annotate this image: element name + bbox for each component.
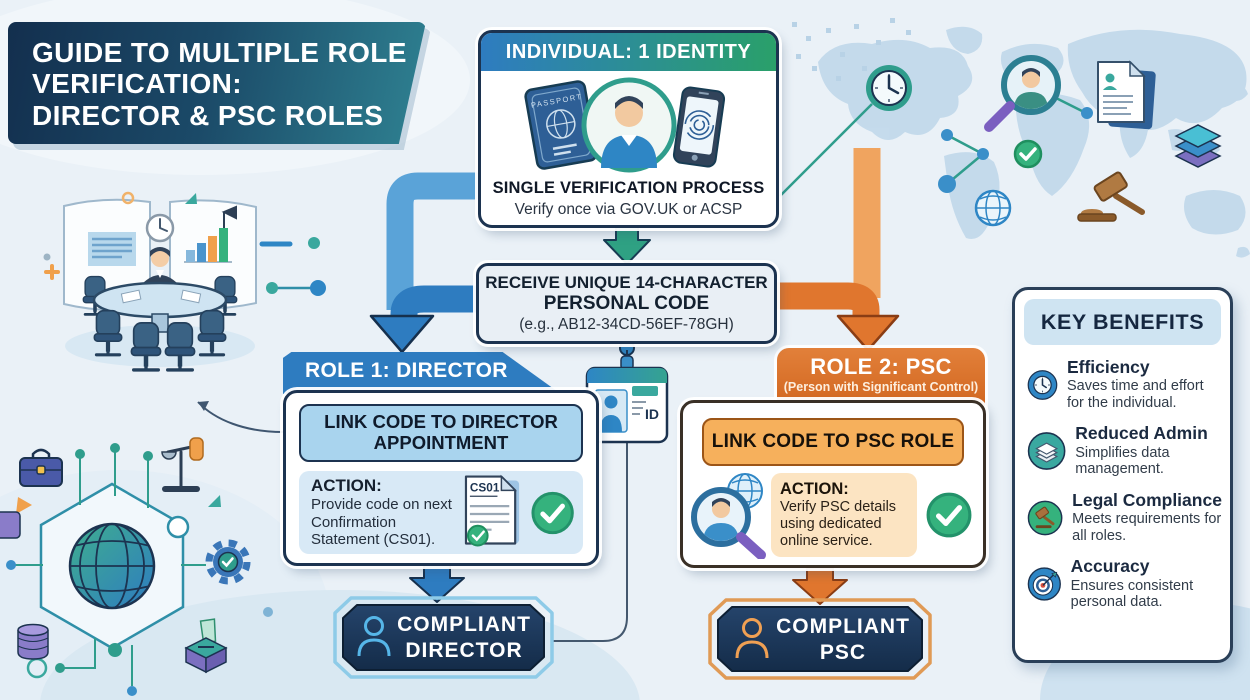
arrow-to-compliant-psc xyxy=(792,567,848,605)
title-banner: GUIDE TO MULTIPLE ROLE VERIFICATION: DIR… xyxy=(8,22,448,152)
identity-icons: PASSPORT xyxy=(524,77,726,173)
gear-check-icon xyxy=(205,539,251,585)
benefit-efficiency: Efficiency Saves time and effort for the… xyxy=(1027,358,1222,411)
cs01-document-icon: CS01 xyxy=(464,474,519,546)
code-line-1: RECEIVE UNIQUE 14-CHARACTER xyxy=(485,273,768,292)
role1-director-panel: LINK CODE TO DIRECTOR APPOINTMENT ACTION… xyxy=(283,390,599,566)
benefit-reduced-admin: Reduced Admin Simplifies data management… xyxy=(1027,424,1222,477)
psc-action-label: ACTION: xyxy=(780,480,849,499)
fingerprint-phone-icon xyxy=(672,86,726,168)
director-action-label: ACTION: xyxy=(311,476,382,496)
arrow-to-compliant-director xyxy=(409,563,465,603)
benefit-accuracy: Accuracy Ensures consistent personal dat… xyxy=(1027,557,1222,610)
network-nodes xyxy=(938,129,989,193)
circuit-globe-illustration xyxy=(0,437,273,696)
role2-title: ROLE 2: PSC xyxy=(810,354,952,379)
meeting-room-illustration xyxy=(43,191,257,372)
id-label: ID xyxy=(645,406,659,422)
personal-code-box: RECEIVE UNIQUE 14-CHARACTER PERSONAL COD… xyxy=(476,263,777,344)
director-action-box: ACTION: Provide code on next Confirmatio… xyxy=(299,471,583,554)
scales-icon xyxy=(161,437,204,492)
benefit-legal-compliance: Legal Compliance Meets requirements for … xyxy=(1027,490,1222,544)
individual-identity-box: INDIVIDUAL: 1 IDENTITY PASSPORT xyxy=(478,30,779,228)
check-icon xyxy=(1013,139,1043,169)
database-icon xyxy=(17,623,49,660)
title-line-2: VERIFICATION: xyxy=(32,68,243,100)
psc-search-icon xyxy=(691,473,766,559)
gavel-icon xyxy=(1077,171,1145,222)
person-icon xyxy=(357,616,391,657)
arrow-to-psc-branch xyxy=(836,314,900,352)
globe-icon xyxy=(974,189,1012,227)
folder-icon xyxy=(0,511,21,539)
code-line-2: PERSONAL CODE xyxy=(543,293,710,314)
benefits-header: KEY BENEFITS xyxy=(1024,299,1221,345)
layers-icon xyxy=(1174,124,1222,168)
key-benefits-panel: KEY BENEFITS Efficiency Saves time and e… xyxy=(1012,287,1233,663)
link-psc-box: LINK CODE TO PSC ROLE xyxy=(702,418,964,466)
verified-person-icon xyxy=(581,77,677,173)
director-action-text: Provide code on next Confirmation Statem… xyxy=(311,496,452,549)
process-title: SINGLE VERIFICATION PROCESS xyxy=(492,179,765,197)
svg-text:PSC: PSC xyxy=(820,641,866,664)
role2-psc-header: ROLE 2: PSC (Person with Significant Con… xyxy=(777,348,985,406)
layers-icon xyxy=(1027,432,1066,470)
id-badge-icon: ID xyxy=(585,355,669,444)
svg-text:COMPLIANT: COMPLIANT xyxy=(397,613,531,636)
person-icon xyxy=(735,618,769,659)
search-person-icon xyxy=(984,55,1093,132)
title-line-3: DIRECTOR & PSC ROLES xyxy=(32,99,384,131)
title-line-1: GUIDE TO MULTIPLE ROLE xyxy=(32,37,407,68)
compliant-director-badge: COMPLIANT DIRECTOR xyxy=(333,596,554,679)
role2-psc-panel: LINK CODE TO PSC ROLE ACTION: Verify PSC… xyxy=(680,400,986,568)
svg-text:COMPLIANT: COMPLIANT xyxy=(776,615,910,638)
arrow-verify-to-code xyxy=(603,225,651,265)
role2-subtitle: (Person with Significant Control) xyxy=(783,380,979,394)
code-line-3: (e.g., AB12-34CD-56EF-78GH) xyxy=(519,316,734,333)
ballot-box-icon xyxy=(184,618,228,674)
process-subtitle: Verify once via GOV.UK or ACSP xyxy=(514,201,743,218)
document-icon xyxy=(1097,60,1156,130)
individual-header: INDIVIDUAL: 1 IDENTITY xyxy=(481,33,776,71)
check-icon xyxy=(531,491,574,534)
check-icon xyxy=(926,492,972,538)
passport-icon: PASSPORT xyxy=(524,80,598,170)
svg-text:DIRECTOR: DIRECTOR xyxy=(405,639,522,662)
clock-icon xyxy=(1027,369,1058,400)
clock-icon xyxy=(866,65,912,111)
arrow-to-director-branch xyxy=(369,314,435,354)
psc-action-text: Verify PSC details using dedicated onlin… xyxy=(780,499,897,549)
gavel-icon xyxy=(1027,500,1063,535)
briefcase-icon xyxy=(19,448,63,487)
psc-action-box: ACTION: Verify PSC details using dedicat… xyxy=(771,473,917,557)
link-director-box: LINK CODE TO DIRECTOR APPOINTMENT xyxy=(299,404,583,462)
compliant-psc-badge: COMPLIANT PSC xyxy=(708,598,932,680)
svg-text:CS01: CS01 xyxy=(470,480,500,494)
target-icon xyxy=(1027,567,1061,601)
